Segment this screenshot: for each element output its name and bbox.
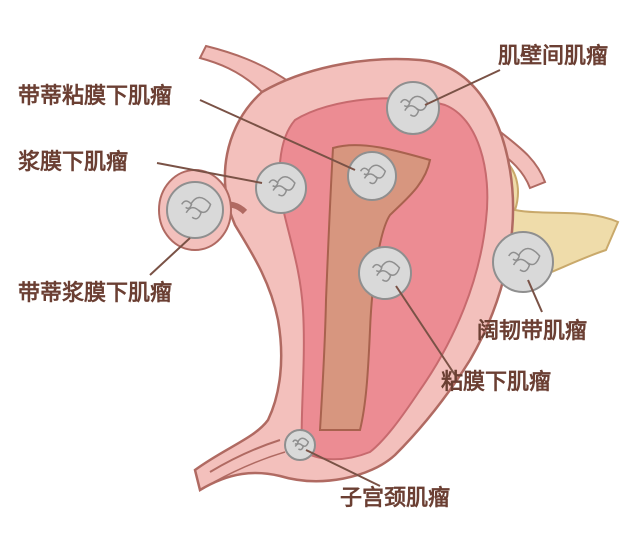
uterine-cavity [318, 144, 432, 431]
label-pedunculated-subserosal: 带蒂浆膜下肌瘤 [18, 280, 172, 306]
leader-intraligamentary [527, 279, 543, 313]
leader-subserosal [156, 162, 263, 184]
label-pedunculated-submucosal: 带蒂粘膜下肌瘤 [18, 83, 172, 109]
label-cervical: 子宫颈肌瘤 [340, 485, 450, 511]
fibroid-cervical [284, 429, 316, 461]
fibroid-pedunculated-subserosal [166, 181, 224, 239]
leader-submucosal [395, 285, 456, 376]
fibroid-intramural [386, 81, 440, 135]
fibroid-intraligamentary [492, 231, 554, 293]
leader-intramural [424, 69, 501, 106]
fibroid-submucosal [358, 246, 412, 300]
label-subserosal: 浆膜下肌瘤 [18, 149, 128, 175]
label-intraligamentary: 阔韧带肌瘤 [477, 318, 587, 344]
fibroid-pedunculated-submucosal [347, 151, 397, 201]
leader-cervical [305, 449, 381, 487]
fallopian-tube-left [198, 44, 295, 94]
fibroid-subserosal [255, 162, 307, 214]
label-submucosal: 粘膜下肌瘤 [441, 369, 551, 395]
label-intramural: 肌壁间肌瘤 [498, 43, 608, 69]
leader-pedunculated-subserosal [149, 237, 191, 276]
cervical-canal [209, 439, 281, 473]
leader-pedunculated-submucosal [199, 99, 356, 171]
